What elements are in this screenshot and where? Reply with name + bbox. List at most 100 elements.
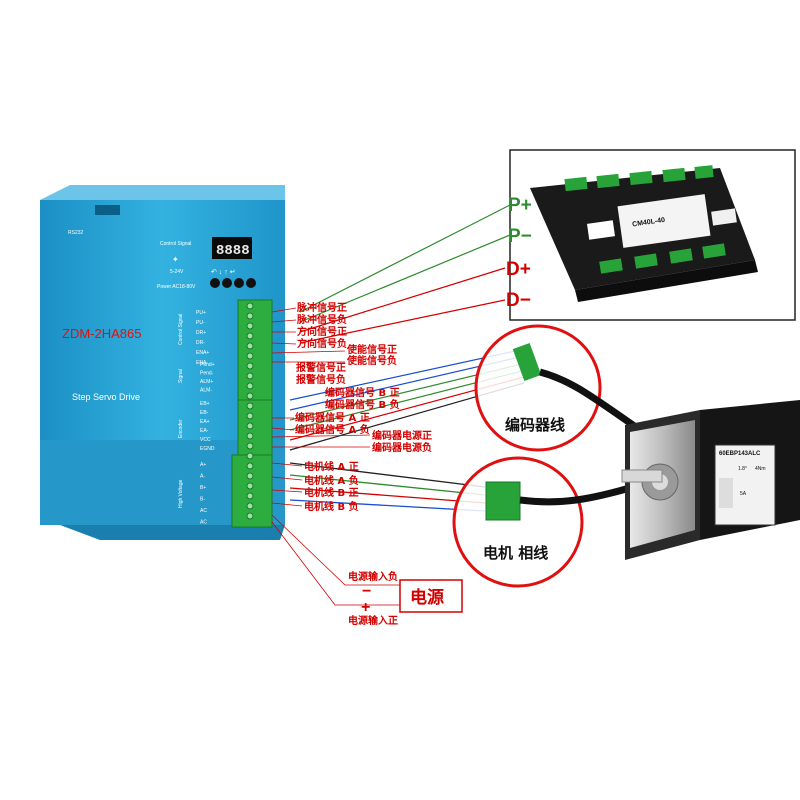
pin-label: EB+ bbox=[200, 401, 210, 407]
led-display bbox=[212, 237, 252, 259]
pin-label: EA- bbox=[200, 428, 209, 434]
terminal-screw bbox=[246, 452, 254, 460]
terminal-screw bbox=[246, 422, 254, 430]
label-enc-a-neg: 编码器信号 A 负 bbox=[295, 423, 370, 436]
encoder-wire-callout: 编码器线 bbox=[474, 324, 643, 452]
pin-label: Pend- bbox=[200, 371, 214, 377]
terminal-screw bbox=[246, 462, 254, 470]
drive-name: Step Servo Drive bbox=[72, 392, 140, 402]
motor-torque: 4Nm bbox=[755, 466, 766, 472]
led-display-digits: 8888 bbox=[216, 243, 250, 259]
drive-model: ZDM-2HA865 bbox=[62, 326, 141, 341]
pin-label: ENA- bbox=[196, 360, 208, 366]
terminal-screw bbox=[246, 302, 254, 310]
controller-d-plus: D+ bbox=[506, 259, 531, 280]
motion-controller-panel: CM40L-40 P+ P− D+ D− bbox=[506, 149, 796, 321]
pin-label: A- bbox=[200, 474, 205, 480]
terminal-screw bbox=[246, 472, 254, 480]
label-enc-a-pos: 编码器信号 A 正 bbox=[295, 411, 370, 424]
power-box bbox=[399, 579, 463, 613]
power-minus-sign: − bbox=[362, 583, 371, 600]
controller-d-minus: D− bbox=[506, 290, 531, 311]
terminal-screw bbox=[246, 362, 254, 370]
terminal-screw bbox=[246, 412, 254, 420]
encoder-wire-caption: 编码器线 bbox=[505, 416, 565, 434]
terminal-screw bbox=[246, 482, 254, 490]
controller-p-plus: P+ bbox=[508, 195, 532, 216]
pin-label: EB- bbox=[200, 410, 209, 416]
motor-phase-caption: 电机 相线 bbox=[483, 544, 548, 562]
stepper-motor: 60EBP143ALC 1.8° 4Nm 5A bbox=[621, 400, 800, 560]
label-alarm-pos: 报警信号正 bbox=[296, 361, 346, 374]
controller-model: CM40L-40 bbox=[632, 217, 666, 229]
pin-label: B+ bbox=[200, 485, 206, 491]
terminal-screw bbox=[246, 332, 254, 340]
section-signal-label: Signal bbox=[178, 369, 184, 383]
power-led-icon: ✦ bbox=[172, 255, 179, 264]
label-dir-neg: 方向信号负 bbox=[297, 337, 347, 350]
label-enc-b-neg: 编码器信号 B 负 bbox=[325, 398, 400, 411]
pin-label: A+ bbox=[200, 462, 206, 468]
terminal-screw bbox=[246, 492, 254, 500]
pin-label: VCC bbox=[200, 437, 211, 443]
label-power-in-neg: 电源输入负 bbox=[348, 570, 398, 583]
controller-p-minus: P− bbox=[508, 226, 532, 247]
motor-current: 5A bbox=[740, 491, 747, 497]
power-input: 电源输入负 − + 电源输入正 电源 bbox=[271, 514, 463, 627]
pin-label: ALM- bbox=[200, 388, 212, 394]
terminal-screw bbox=[246, 512, 254, 520]
controller-wires bbox=[299, 204, 511, 344]
pins-control: PU+ PU- DR+ DR- ENA+ ENA- bbox=[196, 310, 209, 366]
keypad-buttons: ↶ ↓ ↑ ↵ bbox=[210, 269, 256, 288]
label-dir-pos: 方向信号正 bbox=[297, 325, 347, 338]
terminal-screw bbox=[246, 402, 254, 410]
pin-label: AC bbox=[200, 508, 207, 514]
terminal-screw bbox=[246, 502, 254, 510]
terminal-screw bbox=[246, 352, 254, 360]
pin-label: AC bbox=[200, 520, 207, 526]
terminal-screw bbox=[246, 382, 254, 390]
motor-phase-callout: 电机 相线 bbox=[452, 456, 642, 588]
pin-label: EA+ bbox=[200, 419, 210, 425]
label-pulse-neg: 脉冲信号负 bbox=[296, 313, 347, 326]
motor-model: 60EBP143ALC bbox=[719, 451, 761, 457]
voltage-label: 5-24V bbox=[170, 269, 184, 275]
motor-step-angle: 1.8° bbox=[738, 466, 747, 472]
label-ena-neg: 使能信号负 bbox=[346, 354, 397, 367]
terminal-screw bbox=[246, 432, 254, 440]
label-enc-b-pos: 编码器信号 B 正 bbox=[325, 386, 400, 399]
pin-label: ENA+ bbox=[196, 350, 209, 356]
pin-label: PU+ bbox=[196, 310, 206, 316]
control-signal-header: Control Signal bbox=[160, 241, 191, 247]
pin-label: PU- bbox=[196, 320, 205, 326]
pins-signal: Pend+ Pend- ALM+ ALM- bbox=[200, 362, 215, 394]
section-encoder-label: Encoder bbox=[178, 419, 184, 438]
signal-labels: 脉冲信号正 脉冲信号负 方向信号正 方向信号负 使能信号正 使能信号负 报警信号… bbox=[271, 301, 432, 513]
terminal-blocks bbox=[231, 299, 273, 528]
pin-label: B- bbox=[200, 497, 205, 503]
pin-label: ALM+ bbox=[200, 379, 213, 385]
power-plus-sign: + bbox=[361, 599, 370, 616]
encoder-wires bbox=[289, 349, 525, 451]
pin-label: DR- bbox=[196, 340, 205, 346]
terminal-screw bbox=[246, 392, 254, 400]
power-box-label: 电源 bbox=[410, 587, 444, 608]
terminal-screw bbox=[246, 342, 254, 350]
terminal-screw bbox=[246, 322, 254, 330]
rs232-label: RS232 bbox=[68, 230, 84, 236]
terminal-screw bbox=[246, 312, 254, 320]
label-motor-a-pos: 电机线 A 正 bbox=[304, 460, 359, 473]
section-control-label: Control Signal bbox=[178, 314, 184, 345]
motor-phase-wires bbox=[289, 462, 486, 512]
pin-label: Pend+ bbox=[200, 362, 215, 368]
label-motor-a-neg: 电机线 A 负 bbox=[304, 474, 359, 487]
pin-label: DR+ bbox=[196, 330, 206, 336]
label-alarm-neg: 报警信号负 bbox=[296, 373, 346, 386]
section-hv-label: High Voltage bbox=[178, 479, 184, 508]
label-ena-pos: 使能信号正 bbox=[346, 343, 397, 356]
label-power-in-pos: 电源输入正 bbox=[348, 614, 398, 627]
label-enc-vcc: 编码器电源正 bbox=[372, 429, 432, 442]
svg-text:↶ ↓ ↑ ↵: ↶ ↓ ↑ ↵ bbox=[211, 269, 236, 276]
